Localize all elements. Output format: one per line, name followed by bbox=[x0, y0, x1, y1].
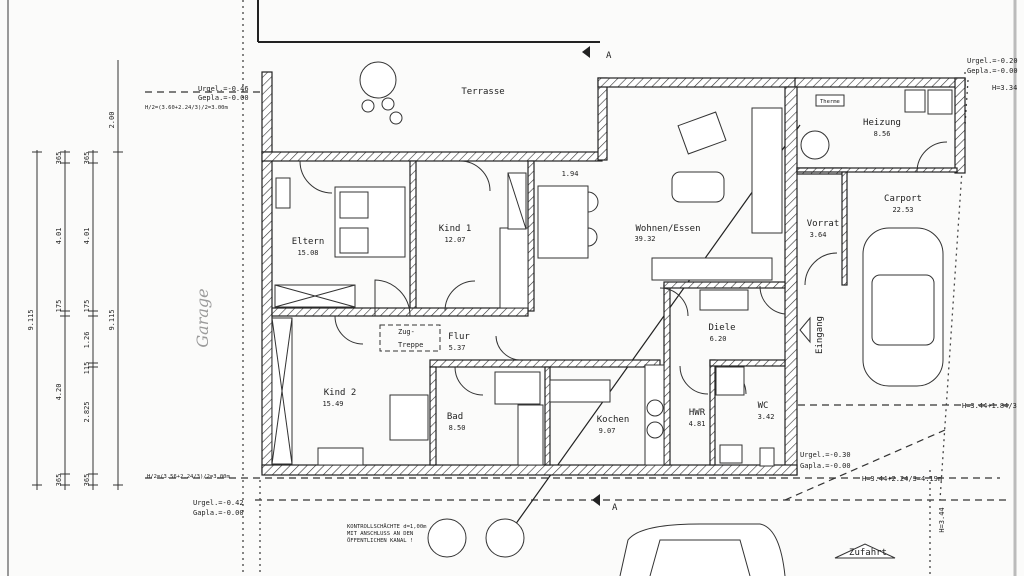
dimension-label: 175 bbox=[83, 300, 91, 313]
room-label-heizung: Heizung bbox=[863, 118, 901, 128]
kontroll-note: MIT ANSCHLUSS AN DEN bbox=[347, 531, 413, 537]
room-label-hwr: HWR bbox=[689, 408, 706, 418]
section-marker-label: A bbox=[606, 51, 612, 61]
dimension-label: 365 bbox=[55, 474, 63, 487]
kontroll-note: ÖFFENTLICHEN KANAL ! bbox=[347, 537, 413, 544]
room-label-eltern: Eltern bbox=[292, 237, 325, 247]
doors bbox=[299, 134, 948, 396]
room-label-flur: Flur bbox=[448, 332, 470, 342]
zufahrt-label: Zufahrt bbox=[849, 548, 887, 558]
room-area: 39.32 bbox=[634, 235, 655, 243]
car-driveway bbox=[619, 523, 786, 576]
level-label: Gepla.=-0.00 bbox=[967, 67, 1018, 75]
dimension-label: 365 bbox=[83, 152, 91, 165]
level-label: Urgel.=-0.42 bbox=[193, 499, 244, 507]
room-label-wohnen: Wohnen/Essen bbox=[635, 224, 700, 234]
height-formula: H=3.44+1.84/3 bbox=[962, 402, 1017, 410]
height-formula: H=3.34 bbox=[992, 84, 1017, 92]
level-label: Urgel.=-0.20 bbox=[967, 57, 1018, 65]
level-label: Urgel.=-0.46 bbox=[198, 85, 249, 93]
kontroll-note: KONTROLLSCHÄCHTE d=1,00m bbox=[347, 523, 427, 530]
room-area: 22.53 bbox=[892, 206, 913, 214]
room-area: 4.81 bbox=[689, 420, 706, 428]
dimension-chain bbox=[32, 60, 123, 490]
room-area: 8.50 bbox=[449, 424, 466, 432]
dimension-label: 175 bbox=[55, 300, 63, 313]
room-label-kind2: Kind 2 bbox=[324, 388, 357, 398]
dimension-label: 9.115 bbox=[108, 309, 116, 330]
room-label-carport: Carport bbox=[884, 194, 922, 204]
zugtreppe-label: Zug- bbox=[398, 328, 415, 336]
dimension-label: 365 bbox=[55, 152, 63, 165]
room-area: 9.07 bbox=[599, 427, 616, 435]
car-carport bbox=[862, 227, 944, 387]
room-label-wc: WC bbox=[758, 401, 769, 411]
section-marker-icon bbox=[582, 46, 590, 58]
room-label-vorrat: Vorrat bbox=[807, 219, 840, 229]
room-area: 15.08 bbox=[297, 249, 318, 257]
furniture bbox=[271, 61, 953, 467]
height-formula: H/2=(3.60+2.24/3)/2=3.00m bbox=[145, 105, 228, 111]
dimension-label: 2.825 bbox=[83, 401, 91, 422]
room-label-kochen: Kochen bbox=[597, 415, 630, 425]
walls bbox=[261, 71, 966, 476]
room-area: 15.49 bbox=[322, 400, 343, 408]
dimension-label: 4.01 bbox=[83, 228, 91, 245]
therme-label: Therme bbox=[820, 99, 840, 105]
height-formula: H=3.44 bbox=[938, 507, 946, 532]
room-area: 5.37 bbox=[449, 344, 466, 352]
room-label-bad: Bad bbox=[447, 412, 463, 422]
room-area: 12.07 bbox=[444, 236, 465, 244]
dimension-label: 1.26 bbox=[83, 332, 91, 349]
handwritten-note: Garage bbox=[193, 288, 212, 347]
dimension-label: 2.00 bbox=[108, 112, 116, 129]
room-label-terrasse: Terrasse bbox=[461, 87, 504, 97]
driveway-arrow-icon bbox=[834, 543, 896, 559]
level-label: Gapla.=-0.00 bbox=[193, 509, 244, 517]
section-marker-icon bbox=[592, 494, 600, 506]
room-label-kind1: Kind 1 bbox=[439, 224, 472, 234]
room-area: 3.64 bbox=[810, 231, 827, 239]
dimension-label: 1.94 bbox=[562, 170, 579, 178]
inspection-chamber bbox=[485, 518, 525, 558]
level-label: Gepla.=-0.00 bbox=[198, 94, 249, 102]
eingang-label: Eingang bbox=[815, 316, 825, 354]
zugtreppe-label: Treppe bbox=[398, 341, 423, 349]
dimension-label: 365 bbox=[83, 474, 91, 487]
level-label: Gapla.=-0.00 bbox=[800, 462, 851, 470]
entrance-arrow-icon bbox=[799, 316, 811, 344]
room-area: 8.56 bbox=[874, 130, 891, 138]
level-label: Urgel.=-0.30 bbox=[800, 451, 851, 459]
height-formula: H=3.44+2.24/3=4.19m bbox=[862, 475, 942, 483]
room-label-diele: Diele bbox=[708, 323, 735, 333]
room-area: 3.42 bbox=[758, 413, 775, 421]
dimension-label: 4.01 bbox=[55, 228, 63, 245]
section-marker-label: A bbox=[612, 503, 618, 513]
height-formula: H/2=(3.56+2.24/3)/2=3.00m bbox=[147, 474, 230, 480]
inspection-chamber bbox=[427, 518, 467, 558]
dimension-label: 9.115 bbox=[27, 309, 35, 330]
dimension-label: 115 bbox=[83, 362, 91, 375]
room-area: 6.20 bbox=[710, 335, 727, 343]
dimension-label: 4.20 bbox=[55, 384, 63, 401]
